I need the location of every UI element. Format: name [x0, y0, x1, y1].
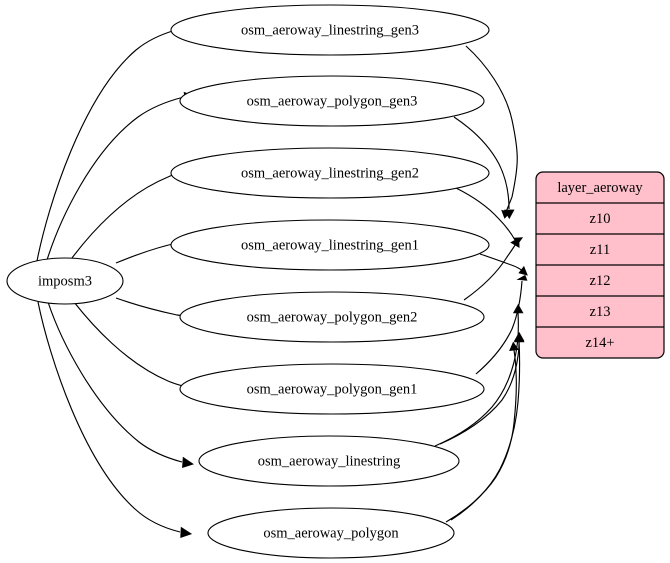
layer-aeroway-header-label: layer_aeroway	[557, 180, 643, 196]
node-osm-aeroway-polygon-gen3[interactable]: osm_aeroway_polygon_gen3	[179, 75, 485, 127]
layer-aeroway-row-label: z10	[590, 211, 611, 227]
node-label: osm_aeroway_polygon_gen2	[247, 309, 418, 325]
node-osm-aeroway-polygon-gen2[interactable]: osm_aeroway_polygon_gen2	[179, 291, 485, 343]
node-osm-aeroway-linestring-gen1[interactable]: osm_aeroway_linestring_gen1	[170, 219, 490, 271]
node-osm-aeroway-polygon-gen1[interactable]: osm_aeroway_polygon_gen1	[179, 363, 485, 415]
node-shape[interactable]	[198, 435, 460, 487]
node-label: osm_aeroway_linestring_gen3	[241, 22, 419, 38]
node-osm-aeroway-polygon[interactable]: osm_aeroway_polygon	[207, 507, 455, 559]
node-label: osm_aeroway_linestring	[258, 453, 401, 469]
edge-osm-aeroway-linestring-gen1-to-z12	[479, 253, 528, 276]
edge-osm-aeroway-polygon-to-z14plus	[445, 341, 519, 523]
node-shape[interactable]	[207, 507, 455, 559]
layer-aeroway-row-label: z11	[590, 242, 610, 258]
node-label: osm_aeroway_polygon_gen3	[247, 93, 418, 109]
node-osm-aeroway-linestring-gen2[interactable]: osm_aeroway_linestring_gen2	[170, 147, 490, 199]
node-osm-aeroway-linestring-gen3[interactable]: osm_aeroway_linestring_gen3	[170, 4, 490, 56]
edge-imposm3-to-osm-aeroway-polygon	[37, 301, 193, 539]
node-shape[interactable]	[179, 363, 485, 415]
layer-aeroway-row-label: z14+	[585, 335, 614, 351]
node-label: osm_aeroway_polygon	[263, 525, 399, 541]
node-osm-aeroway-linestring[interactable]: osm_aeroway_linestring	[198, 435, 460, 487]
edge-osm-aeroway-polygon-gen1-to-z12	[475, 274, 528, 375]
edge-group-tables-to-layer	[434, 45, 528, 523]
layer-aeroway-row-label: z12	[590, 273, 611, 289]
node-label: osm_aeroway_linestring_gen1	[241, 237, 419, 253]
node-shape[interactable]	[179, 291, 485, 343]
layer-aeroway-row-label: z13	[590, 304, 611, 320]
ellipse-node-layer: osm_aeroway_linestring_gen3 osm_aeroway_p…	[170, 4, 490, 559]
node-shape[interactable]	[170, 147, 490, 199]
edge-osm-aeroway-polygon-gen2-to-z11	[463, 237, 524, 301]
node-imposm3-label: imposm3	[38, 273, 92, 289]
edge-osm-aeroway-linestring-to-z14plus	[439, 332, 525, 445]
node-label: osm_aeroway_linestring_gen2	[241, 165, 419, 181]
edge-osm-aeroway-polygon-gen3-to-z10	[453, 116, 515, 220]
node-shape[interactable]	[170, 219, 490, 271]
edge-imposm3-to-osm-aeroway-linestring	[47, 301, 194, 469]
node-shape[interactable]	[170, 4, 490, 56]
node-imposm3-shape[interactable]	[6, 257, 124, 305]
node-layer-aeroway[interactable]: layer_aeroway z10 z11 z12 z13 z14+	[535, 171, 665, 359]
node-label: osm_aeroway_polygon_gen1	[247, 381, 418, 397]
node-shape[interactable]	[179, 75, 485, 127]
node-imposm3[interactable]: imposm3	[6, 257, 124, 305]
